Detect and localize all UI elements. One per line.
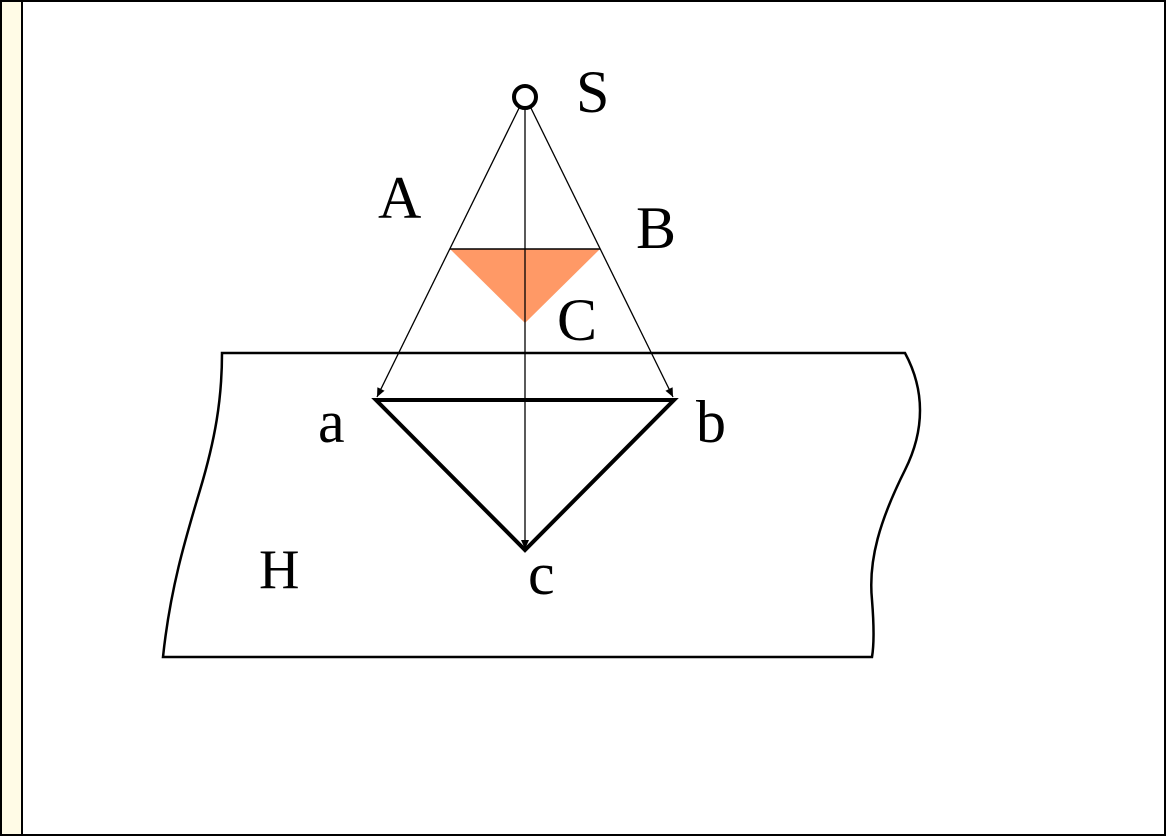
projection-center-S <box>512 84 538 110</box>
projection-plane-H <box>161 351 922 659</box>
label-c: c <box>528 541 555 607</box>
projection-ray-b <box>525 97 674 398</box>
label-C: C <box>557 287 597 353</box>
inner-panel <box>21 0 1166 836</box>
label-H: H <box>259 539 299 601</box>
label-b: b <box>696 389 726 455</box>
label-S: S <box>576 59 609 125</box>
label-A: A <box>378 165 421 231</box>
label-B: B <box>636 195 676 261</box>
projection-ray-a <box>376 97 525 398</box>
label-a: a <box>318 389 345 455</box>
